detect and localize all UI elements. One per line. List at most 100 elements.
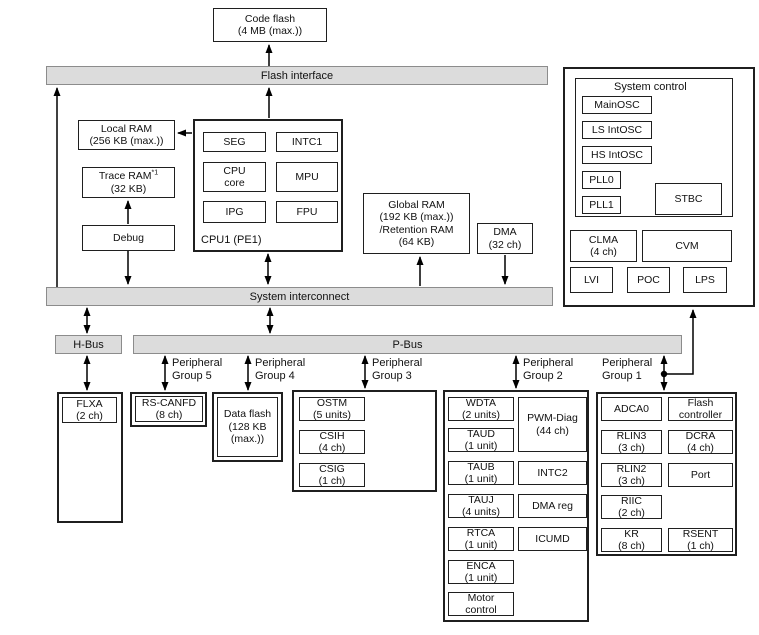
cpu-core-box: CPU core [203, 162, 266, 192]
mainosc-box: MainOSC [582, 96, 652, 114]
rtca-name: RTCA [466, 526, 496, 539]
wdta-name: WDTA [465, 396, 497, 409]
rlin3-channels: (3 ch) [618, 442, 645, 454]
lvi-label: LVI [584, 273, 599, 286]
flash-controller-l1: Flash [687, 396, 714, 409]
enca-units: (1 unit) [464, 572, 498, 584]
csig-name: CSIG [319, 462, 345, 475]
cpu-core-l2: core [224, 177, 245, 189]
port-label: Port [690, 468, 711, 481]
seg-label: SEG [223, 135, 246, 148]
lps-label: LPS [695, 273, 715, 286]
flash-controller-l2: controller [678, 409, 723, 421]
data-flash-size-2: (max.)) [230, 433, 265, 446]
rlin3-name: RLIN3 [616, 429, 647, 442]
rlin2-name: RLIN2 [616, 462, 647, 475]
g4-l1: Peripheral [255, 357, 306, 369]
poc-box: POC [627, 267, 670, 293]
data-flash-box: Data flash (128 KB (max.)) [217, 397, 278, 457]
rtca-units: (1 unit) [464, 539, 498, 551]
dcra-box: DCRA(4 ch) [668, 430, 733, 454]
taud-units: (1 unit) [464, 440, 498, 452]
local-ram-size: (256 KB (max.)) [89, 135, 164, 147]
enca-name: ENCA [466, 559, 496, 572]
system-interconnect-label: System interconnect [249, 290, 350, 303]
port-box: Port [668, 463, 733, 487]
clma-name: CLMA [588, 233, 619, 246]
rlin3-box: RLIN3(3 ch) [601, 430, 662, 454]
ipg-box: IPG [203, 201, 266, 223]
kr-name: KR [624, 527, 639, 540]
riic-name: RIIC [621, 494, 642, 507]
trace-ram-size: (32 KB) [110, 182, 147, 195]
g5-l2: Group 5 [172, 370, 212, 383]
cpu-core-l1: CPU [223, 164, 246, 177]
pll0-label: PLL0 [589, 173, 614, 186]
ls-intosc-box: LS IntOSC [582, 121, 652, 139]
trace-ram-name: Trace RAM*1 [98, 169, 159, 183]
flash-interface-bus: Flash interface [46, 66, 548, 85]
dma-box: DMA (32 ch) [477, 223, 533, 254]
rs-canfd-channels: (8 ch) [155, 409, 183, 421]
rsent-channels: (1 ch) [687, 540, 714, 552]
h-bus: H-Bus [55, 335, 122, 354]
mpu-box: MPU [276, 162, 338, 192]
ostm-units: (5 units) [313, 409, 351, 421]
global-ram-l4: (64 KB) [398, 235, 435, 248]
debug-box: Debug [82, 225, 175, 251]
g1-l1: Peripheral [602, 357, 653, 369]
csih-name: CSIH [319, 429, 345, 442]
flxa-channels: (2 ch) [76, 410, 103, 422]
cvm-label: CVM [675, 239, 699, 252]
intc2-box: INTC2 [518, 461, 587, 485]
g3-l2: Group 3 [372, 370, 412, 383]
dcra-name: DCRA [685, 429, 716, 442]
local-ram-name: Local RAM [100, 122, 153, 135]
ls-intosc-label: LS IntOSC [591, 123, 643, 136]
trace-ram-box: Trace RAM*1 (32 KB) [82, 167, 175, 198]
flash-interface-label: Flash interface [260, 69, 334, 82]
icumd-label: ICUMD [535, 532, 570, 545]
hs-intosc-box: HS IntOSC [582, 146, 652, 164]
wdta-box: WDTA(2 units) [448, 397, 514, 421]
csih-channels: (4 ch) [318, 442, 346, 454]
taud-box: TAUD(1 unit) [448, 428, 514, 452]
lps-box: LPS [683, 267, 727, 293]
taub-box: TAUB(1 unit) [448, 461, 514, 485]
rlin2-box: RLIN2(3 ch) [601, 463, 662, 487]
tauj-units: (4 units) [462, 506, 500, 518]
lvi-box: LVI [570, 267, 613, 293]
tauj-box: TAUJ(4 units) [448, 494, 514, 518]
code-flash-name: Code flash [244, 12, 296, 25]
pwm-diag-channels: (44 ch) [536, 424, 569, 437]
fpu-label: FPU [296, 205, 318, 218]
clma-box: CLMA (4 ch) [570, 230, 637, 262]
poc-label: POC [637, 273, 660, 286]
pwm-diag-name: PWM-Diag [527, 412, 578, 425]
data-flash-size-1: (128 KB [228, 420, 267, 433]
fpu-box: FPU [276, 201, 338, 223]
debug-label: Debug [113, 231, 144, 244]
g4-l2: Group 4 [255, 370, 295, 383]
g5-l1: Peripheral [172, 357, 223, 369]
global-ram-l2: (192 KB (max.)) [379, 211, 454, 224]
dma-reg-label: DMA reg [532, 499, 573, 512]
pll0-box: PLL0 [582, 171, 621, 189]
csig-box: CSIG(1 ch) [299, 463, 365, 487]
dma-name: DMA [493, 226, 517, 239]
intc1-box: INTC1 [276, 132, 338, 152]
seg-box: SEG [203, 132, 266, 152]
icumd-box: ICUMD [518, 527, 587, 551]
pll1-box: PLL1 [582, 196, 621, 214]
rlin2-channels: (3 ch) [618, 475, 645, 487]
rs-canfd-name: RS-CANFD [141, 396, 197, 409]
motor-l1: Motor [467, 591, 495, 604]
enca-box: ENCA(1 unit) [448, 560, 514, 584]
